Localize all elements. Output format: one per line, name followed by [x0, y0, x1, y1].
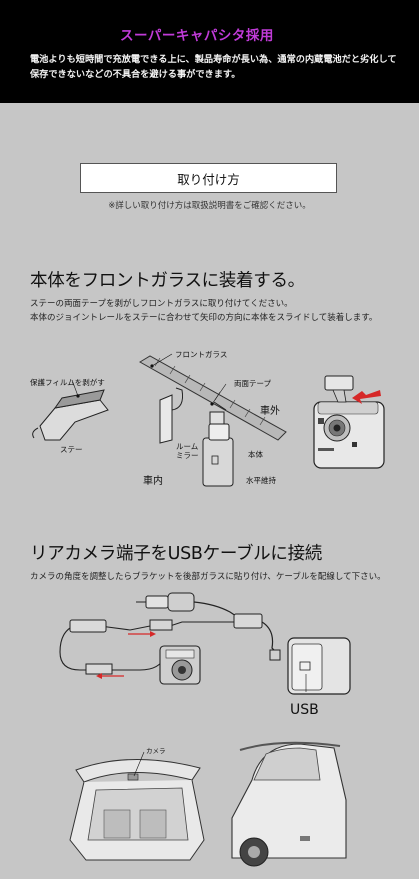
- feature-description-line-1: 電池よりも短時間で充放電できる上に、製品寿命が長い為、通常の内蔵電池だと劣化して: [30, 54, 397, 65]
- feature-title: スーパーキャパシタ採用: [120, 28, 274, 44]
- dashcam-body: [313, 375, 385, 469]
- windshield-glass: [139, 355, 287, 441]
- feature-description-line-2: 保存できないなどの不具合を避ける事ができます。: [30, 69, 241, 80]
- section1-line-2: 本体のジョイントレールをステーに合わせて矢印の方向に本体をスライドして装着します…: [30, 313, 378, 323]
- label-inside: 車内: [143, 476, 163, 487]
- label-double-sided-tape: 両面テープ: [234, 379, 272, 388]
- label-body: 本体: [248, 450, 263, 459]
- label-front-glass: フロントガラス: [175, 350, 228, 359]
- windshield-mount-diagram: [32, 353, 385, 487]
- label-outside: 車外: [260, 406, 280, 417]
- label-stay: ステー: [60, 445, 83, 454]
- mounted-camera: [202, 401, 234, 487]
- car-rear-view: [69, 759, 205, 861]
- direction-arrows-red: [96, 631, 156, 679]
- cigar-plug: [136, 592, 195, 612]
- dvr-module: [69, 619, 107, 633]
- install-note: ※詳しい取り付け方は取扱説明書をご確認ください。: [108, 201, 311, 211]
- label-level: 水平維持: [246, 476, 276, 485]
- label-camera: カメラ: [146, 747, 166, 755]
- feature-description: 電池よりも短時間で充放電できる上に、製品寿命が長い為、通常の内蔵電池だと劣化して…: [30, 52, 400, 82]
- section1-line-1: ステーの両面テープを剥がしフロントガラスに取り付けてください。: [30, 299, 293, 309]
- rear-camera-wiring-diagram: [59, 592, 351, 695]
- room-mirror: [159, 387, 183, 444]
- label-remove-film: 保護フィルムを剥がす: [30, 378, 105, 387]
- stay-bracket: [32, 389, 109, 441]
- rear-camera: [159, 645, 201, 685]
- section2-heading: リアカメラ端子をUSBケーブルに接続: [30, 544, 322, 564]
- junction-box: [233, 613, 263, 629]
- slide-arrow-red: [352, 390, 381, 404]
- vehicle-diagram: [69, 741, 347, 867]
- car-side-view: [231, 741, 347, 867]
- section1-heading: 本体をフロントガラスに装着する。: [30, 271, 305, 291]
- label-usb: USB: [290, 702, 319, 718]
- label-room-mirror: ルーム ミラー: [176, 442, 199, 460]
- install-heading-box: 取り付け方: [80, 163, 337, 193]
- section2-line-1: カメラの角度を調整したらブラケットを後部ガラスに貼り付け、ケーブルを配線して下さ…: [30, 572, 386, 582]
- main-unit-usb-side: [269, 637, 351, 695]
- header-band: [0, 0, 419, 103]
